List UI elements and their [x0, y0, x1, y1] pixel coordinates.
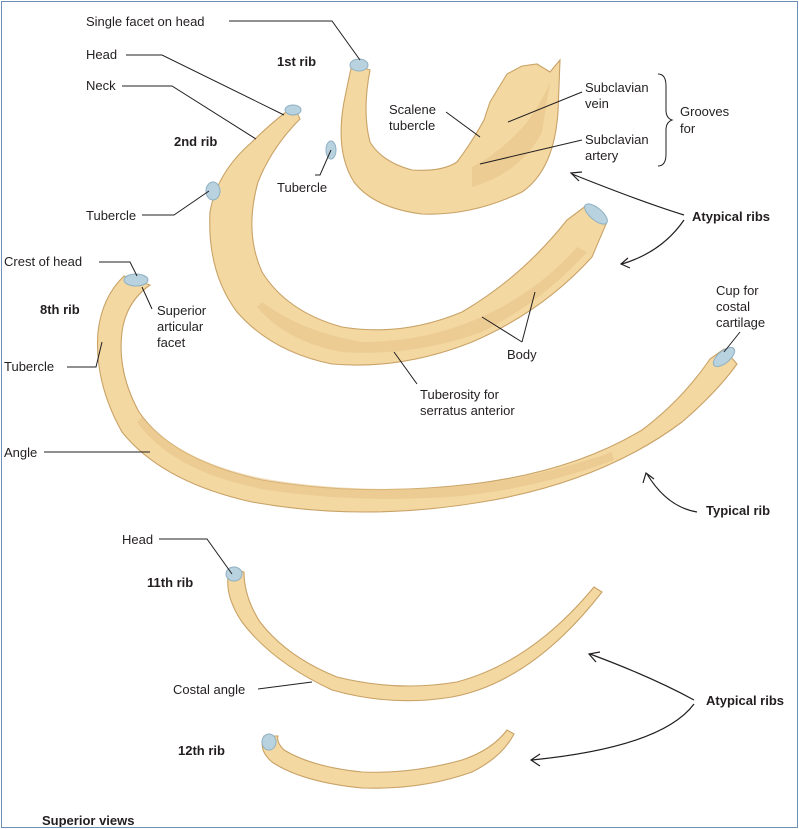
- label-scalene-tubercle-2: tubercle: [389, 118, 435, 133]
- eighth-rib: [96, 273, 738, 513]
- second-rib-tubercle-facet: [205, 181, 221, 201]
- leader-lines: [44, 20, 741, 690]
- label-atypical-upper: Atypical ribs: [692, 209, 770, 224]
- label-head-2nd: Head: [86, 47, 117, 62]
- second-rib-anterior-end: [584, 203, 608, 225]
- label-sup-facet-1: Superior: [157, 303, 207, 318]
- label-angle: Angle: [4, 445, 37, 460]
- label-cup-3: cartilage: [716, 315, 765, 330]
- label-2nd-rib: 2nd rib: [174, 134, 217, 149]
- label-subclavian-artery-1: Subclavian: [585, 132, 649, 147]
- label-subclavian-artery-2: artery: [585, 148, 619, 163]
- label-8th-rib: 8th rib: [40, 302, 80, 317]
- label-grooves-1: Grooves: [680, 104, 730, 119]
- label-11th-rib: 11th rib: [147, 575, 193, 590]
- label-tubercle-8th: Tubercle: [4, 359, 54, 374]
- second-rib-head-facet: [284, 104, 302, 116]
- figure-caption: Superior views: [42, 813, 134, 828]
- label-head-11th: Head: [122, 532, 153, 547]
- eleventh-rib: [225, 566, 603, 702]
- label-scalene-tubercle-1: Scalene: [389, 102, 436, 117]
- label-neck-2nd: Neck: [86, 78, 116, 93]
- label-1st-rib: 1st rib: [277, 54, 316, 69]
- label-cup-1: Cup for: [716, 283, 759, 298]
- label-body: Body: [507, 347, 537, 362]
- twelfth-rib-head-facet: [261, 733, 277, 751]
- label-sup-facet-3: facet: [157, 335, 186, 350]
- label-single-facet: Single facet on head: [86, 14, 205, 29]
- first-rib-head-facet: [349, 58, 369, 72]
- label-cup-2: costal: [716, 299, 750, 314]
- label-crest-of-head: Crest of head: [4, 254, 82, 269]
- label-tubercle-1st: Tubercle: [277, 180, 327, 195]
- second-rib: [205, 104, 608, 366]
- grooves-brace: [657, 73, 674, 167]
- label-sup-facet-2: articular: [157, 319, 204, 334]
- group-arrows: [529, 171, 698, 767]
- label-typical-rib: Typical rib: [706, 503, 770, 518]
- first-rib: [325, 58, 561, 215]
- label-grooves-2: for: [680, 121, 696, 136]
- label-subclavian-vein-2: vein: [585, 96, 609, 111]
- twelfth-rib: [261, 729, 515, 789]
- eighth-rib-head-facet: [123, 273, 149, 287]
- eighth-rib-costal-cup: [712, 346, 736, 368]
- label-costal-angle: Costal angle: [173, 682, 245, 697]
- label-tubercle-2nd: Tubercle: [86, 208, 136, 223]
- label-tuberosity-1: Tuberosity for: [420, 387, 500, 402]
- label-atypical-lower: Atypical ribs: [706, 693, 784, 708]
- label-subclavian-vein-1: Subclavian: [585, 80, 649, 95]
- label-tuberosity-2: serratus anterior: [420, 403, 515, 418]
- label-12th-rib: 12th rib: [178, 743, 225, 758]
